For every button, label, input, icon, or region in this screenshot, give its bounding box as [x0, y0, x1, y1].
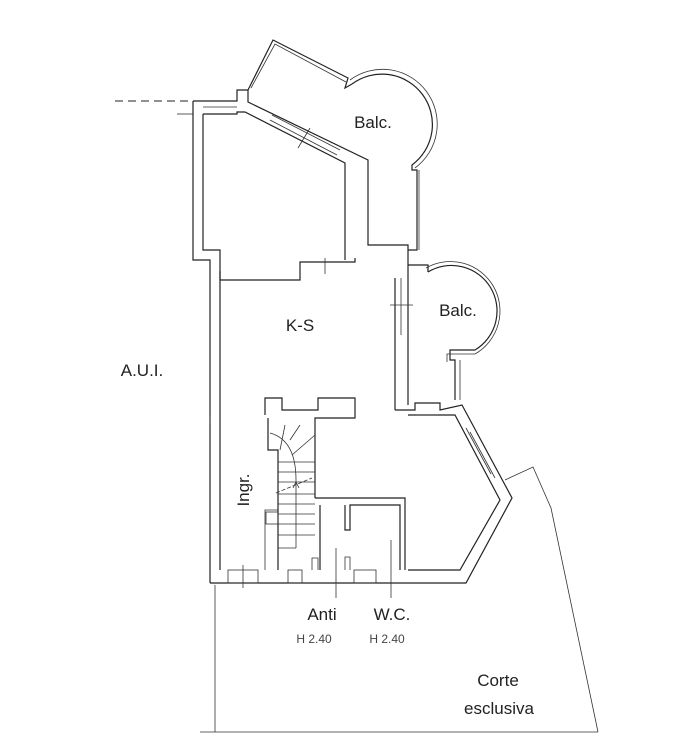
label-kitchen-living: K-S	[286, 316, 314, 335]
label-court-line2: esclusiva	[464, 699, 534, 718]
label-balcony-lower: Balc.	[439, 301, 477, 320]
label-entrance: Ingr.	[234, 473, 253, 506]
label-court-line1: Corte	[477, 671, 519, 690]
right-lower-walls	[210, 402, 513, 584]
kitchen-right-wall	[390, 262, 413, 410]
left-wall	[192, 101, 221, 583]
lower-balcony	[408, 261, 501, 400]
upper-room-walls	[193, 89, 409, 281]
bathroom-walls	[227, 497, 406, 598]
label-wc-height: H 2.40	[369, 632, 405, 646]
label-wc: W.C.	[374, 605, 411, 624]
court-boundary	[200, 466, 599, 733]
label-anti: Anti	[307, 605, 336, 624]
staircase	[264, 397, 356, 570]
label-balcony-upper: Balc.	[354, 113, 392, 132]
upper-balcony	[247, 39, 438, 251]
label-anti-height: H 2.40	[296, 632, 332, 646]
label-aui: A.U.I.	[121, 361, 164, 380]
